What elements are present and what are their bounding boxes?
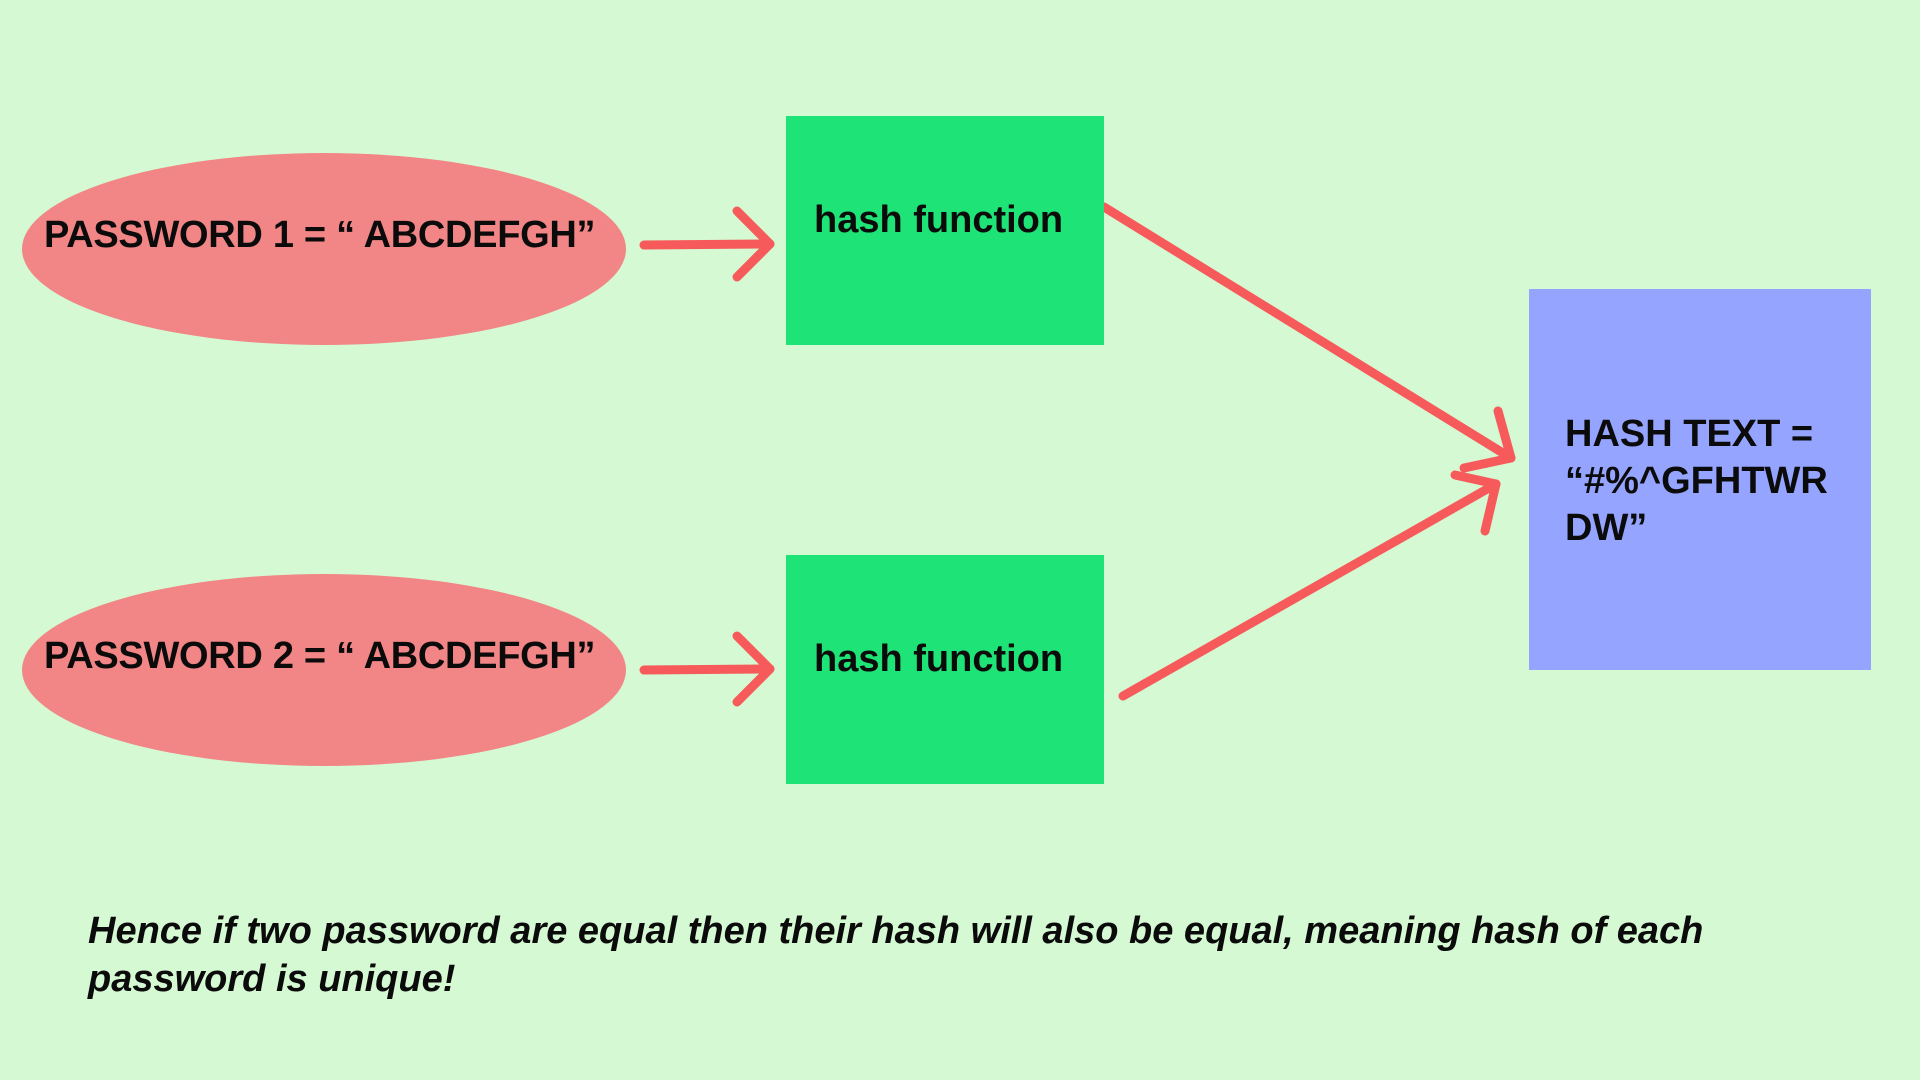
arrow-hash2-to-output [1118,470,1501,701]
hash-text-line-2: “#%^GFHTWR [1565,460,1828,502]
hash-function-2-node: hash function [786,555,1104,784]
hash-text-line-1: HASH TEXT = [1565,413,1814,455]
arrow-password2-to-hash2 [639,631,775,707]
password-2-label: PASSWORD 2 = “ ABCDEFGH” [44,634,596,677]
arrow-hash1-to-output [1099,202,1516,473]
password-2-node: PASSWORD 2 = “ ABCDEFGH” [22,574,626,766]
hash-function-1-label: hash function [814,199,1064,241]
password-1-node: PASSWORD 1 = “ ABCDEFGH” [22,153,626,345]
password-1-label: PASSWORD 1 = “ ABCDEFGH” [44,213,596,256]
hash-function-1-node: hash function [786,116,1104,345]
hash-text-line-3: DW” [1565,507,1648,549]
arrow-password1-to-hash1 [639,206,775,282]
hash-function-2-label: hash function [814,638,1064,680]
conclusion-caption: Hence if two password are equal then the… [88,910,1704,1000]
hash-text-node: HASH TEXT = “#%^GFHTWR DW” [1529,289,1871,670]
